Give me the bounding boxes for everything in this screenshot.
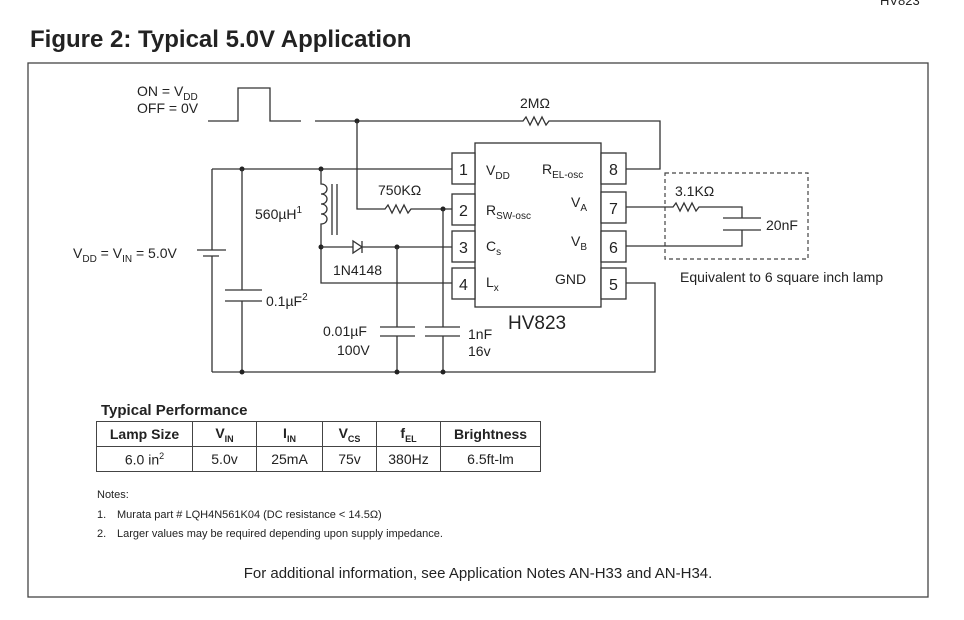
cin-label: 0.1µF2 [266, 292, 308, 309]
cs-capacitor [380, 247, 415, 372]
header-vcs: VCS [322, 421, 377, 447]
cell-vin: 5.0v [192, 446, 257, 472]
figure-title: Figure 2: Typical 5.0V Application [30, 26, 411, 53]
pin-label-vb: VB [571, 233, 587, 253]
reg-capacitor [425, 209, 460, 372]
ic-pins: 1 2 3 4 8 7 6 5 [451, 152, 627, 300]
pin-label-rel: REL-osc [542, 161, 583, 181]
creg-voltage-label: 16v [468, 343, 491, 359]
pin-label-cs: Cs [486, 238, 501, 258]
pin-7: 7 [609, 201, 618, 218]
pin-3: 3 [459, 240, 468, 257]
header-vin: VIN [192, 421, 257, 447]
pin-5: 5 [609, 277, 618, 294]
lamp-equivalent-circuit [626, 201, 761, 247]
doc-id-header: HV823 [880, 0, 920, 8]
r-el-label: 2MΩ [520, 95, 550, 111]
note-text: Larger values may be required depending … [117, 528, 443, 540]
battery-symbol [197, 249, 226, 257]
pin-label-gnd: GND [555, 271, 586, 287]
input-capacitor [225, 169, 262, 372]
pin-label-va: VA [571, 194, 587, 214]
table-header-row: Lamp Size VIN IIN VCS fEL Brightness [96, 421, 541, 447]
cs-value-label: 0.01µF [323, 323, 367, 339]
pin-8: 8 [609, 162, 618, 179]
inductor-label: 560µH1 [255, 205, 303, 222]
off-label: OFF = 0V [137, 100, 199, 116]
header-fel: fEL [376, 421, 441, 447]
note-text: Murata part # LQH4N561K04 (DC resistance… [117, 509, 382, 521]
r-sw-wire [356, 121, 452, 215]
performance-title: Typical Performance [101, 402, 247, 419]
pin-label-rsw: RSW-osc [486, 202, 531, 222]
r-sw-label: 750KΩ [378, 182, 421, 198]
junction-dot [239, 369, 245, 375]
pin-label-lx: Lx [486, 274, 499, 294]
diode-symbol [352, 239, 364, 255]
ic-name: HV823 [508, 313, 566, 334]
cell-brightness: 6.5ft-lm [440, 446, 541, 472]
pin-4: 4 [459, 277, 468, 294]
pin-label-vdd: VDD [486, 162, 510, 182]
r-el-wire [315, 115, 661, 170]
figure-frame [27, 62, 929, 598]
table-row: 6.0 in2 5.0v 25mA 75v 380Hz 6.5ft-lm [96, 446, 541, 472]
on-label: ON = VDD [137, 83, 198, 103]
lamp-r-label: 3.1KΩ [675, 183, 714, 199]
inductor-symbol [320, 169, 452, 284]
header-lamp-size: Lamp Size [96, 421, 193, 447]
diode-label: 1N4148 [333, 262, 382, 278]
lamp-equivalent-box [664, 172, 809, 260]
pin-1: 1 [459, 162, 468, 179]
lamp-caption: Equivalent to 6 square inch lamp [680, 269, 883, 285]
header-brightness: Brightness [440, 421, 541, 447]
note-number: 1. [97, 509, 106, 521]
cell-lamp-size: 6.0 in2 [96, 446, 193, 472]
cs-voltage-label: 100V [337, 342, 370, 358]
cell-fel: 380Hz [376, 446, 441, 472]
notes-heading: Notes: [97, 489, 129, 501]
note-number: 2. [97, 528, 106, 540]
creg-value-label: 1nF [468, 326, 492, 342]
cell-iin: 25mA [256, 446, 323, 472]
ground-rail [212, 282, 656, 373]
inductor-core [331, 184, 338, 235]
lamp-c-label: 20nF [766, 217, 798, 233]
junction-dot [394, 369, 400, 375]
pin-2: 2 [459, 203, 468, 220]
cell-vcs: 75v [322, 446, 377, 472]
pin-6: 6 [609, 240, 618, 257]
schematic: ON = VDD OFF = 0V 2MΩ 750KΩ VDD = VIN = … [73, 83, 883, 375]
enable-pulse-symbol [208, 87, 301, 122]
ic-body [474, 142, 602, 308]
junction-dot [440, 369, 446, 375]
supply-label: VDD = VIN = 5.0V [73, 245, 178, 265]
performance-table: Lamp Size VIN IIN VCS fEL Brightness 6.0… [96, 421, 541, 472]
footer-note: For additional information, see Applicat… [244, 565, 713, 582]
header-iin: IIN [256, 421, 323, 447]
